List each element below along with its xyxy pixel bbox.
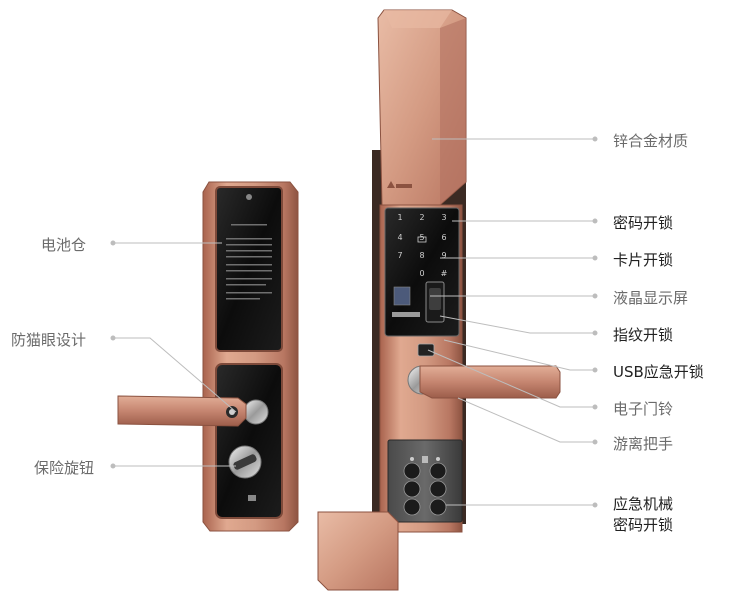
label-emergency-mechanical: 应急机械 — [613, 495, 674, 513]
interior-handle — [117, 395, 247, 427]
keypad-key-7: 7 — [397, 251, 402, 260]
label-safety-knob: 保险旋钮 — [34, 459, 95, 477]
label-anti-peephole: 防猫眼设计 — [11, 331, 87, 349]
label-battery-compartment: 电池仓 — [41, 236, 87, 254]
keypad-key-3: 3 — [441, 213, 446, 222]
label-mechanical-password-unlock: 密码开锁 — [613, 516, 674, 534]
mechanical-code-panel — [387, 439, 463, 523]
lcd-screen — [393, 286, 411, 306]
keypad-key-6: 6 — [441, 233, 446, 242]
keypad-key-8: 8 — [419, 251, 424, 260]
interior-lock — [117, 181, 299, 532]
zinc-alloy-top-cover — [377, 9, 467, 206]
keypad-key-5: 5 — [419, 233, 424, 242]
label-card-unlock: 卡片开锁 — [613, 251, 674, 269]
label-electronic-doorbell: 电子门铃 — [613, 400, 674, 418]
brand-logo — [387, 181, 412, 188]
label-usb-emergency-unlock: USB应急开锁 — [613, 363, 704, 381]
callout-lines — [110, 136, 598, 508]
keypad-panel: 1 2 3 4 5 6 7 8 9 0 # — [384, 207, 460, 337]
keypad-key-1: 1 — [397, 213, 402, 222]
usb-port — [417, 343, 435, 357]
label-password-unlock: 密码开锁 — [613, 214, 674, 232]
keypad-key-#: # — [441, 269, 448, 278]
keypad-key-4: 4 — [397, 233, 402, 242]
keypad-key-0: 0 — [419, 269, 424, 278]
keypad-digits: 1 2 3 4 5 6 7 8 9 0 # — [397, 213, 447, 278]
label-free-handle: 游离把手 — [613, 435, 674, 453]
exterior-handle — [419, 365, 561, 399]
label-lcd-screen: 液晶显示屏 — [613, 289, 689, 307]
keypad-key-9: 9 — [441, 251, 446, 260]
escutcheon-plate — [317, 511, 399, 591]
label-zinc-alloy: 锌合金材质 — [613, 132, 689, 150]
card-reader-icon — [417, 236, 427, 243]
safety-knob — [228, 445, 262, 479]
battery-compartment-panel — [215, 186, 283, 352]
exterior-lock: 1 2 3 4 5 6 7 8 9 0 # — [317, 9, 561, 591]
keypad-key-2: 2 — [419, 213, 424, 222]
label-fingerprint-unlock: 指纹开锁 — [613, 326, 674, 344]
